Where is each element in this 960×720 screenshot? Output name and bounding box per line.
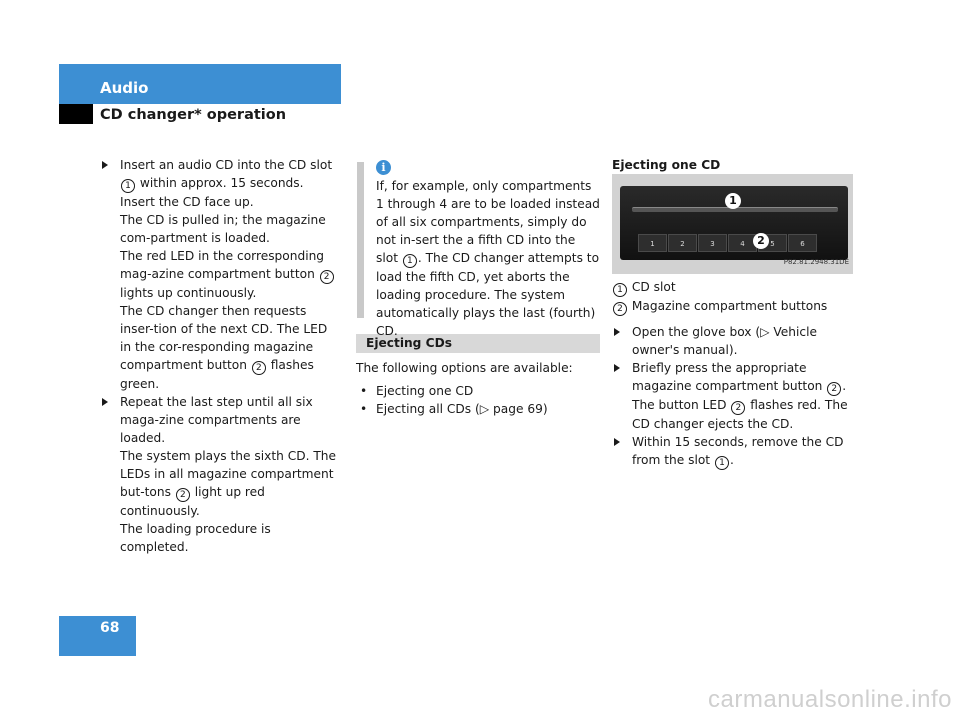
compartment-button: 1 [638,234,667,252]
instruction-step: Repeat the last step until all six maga-… [100,393,340,447]
bullet-icon: • [360,384,368,398]
body-paragraph: The system plays the sixth CD. The LEDs … [120,449,337,518]
body-paragraph: The CD changer then requests inser-tion … [120,304,328,391]
arrow-bullet-icon [614,438,620,446]
instruction-step: Insert an audio CD into the CD slot 1 wi… [100,156,340,211]
callout-number: 1 [714,456,729,470]
list-item: • Ejecting one CD [360,384,474,398]
compartment-button: 4 [728,234,757,252]
section-title: Audio [100,79,149,97]
body-paragraph: The CD is pulled in; the magazine com-pa… [120,213,326,245]
body-paragraph: The red LED in the corresponding mag-azi… [100,247,340,302]
callout-number: 1 [613,283,627,297]
body-paragraph: The button LED 2 flashes red. The CD cha… [632,398,848,431]
callout-number: 2 [613,302,627,316]
column-right: Ejecting one CD 1 2 3 4 5 6 1 2 P82.81.2… [612,156,856,470]
callout-number: 2 [827,382,842,396]
callout-number: 1 [402,254,417,268]
figure-code: P82.81.2948.31DE [783,258,849,266]
callout-number: 2 [319,270,334,284]
subsection-heading: Ejecting one CD [612,158,721,172]
instruction-step: Within 15 seconds, remove the CD from th… [612,433,856,470]
cd-changer-figure: 1 2 3 4 5 6 1 2 P82.81.2948.31DE [612,174,853,274]
compartment-button: 3 [698,234,727,252]
info-icon: i [376,160,391,175]
instruction-step: Open the glove box (▷ Vehicle owner's ma… [612,323,856,359]
legend-item: 1 CD slot [612,278,856,297]
page-subtitle: CD changer* operation [100,107,287,123]
column-left: Insert an audio CD into the CD slot 1 wi… [100,156,340,556]
callout-number: 2 [251,361,266,375]
compartment-button: 2 [668,234,697,252]
header-band [59,64,341,104]
info-note: i If, for example, only compartments 1 t… [356,156,600,338]
corner-marker [59,104,93,124]
bullet-icon: • [360,402,368,416]
arrow-bullet-icon [614,328,620,336]
figure-callout: 2 [753,233,769,249]
callout-number: 1 [121,179,135,193]
callout-number: 2 [731,401,746,415]
instruction-step: Briefly press the appropriate magazine c… [612,359,856,396]
legend-item: 2 Magazine compartment buttons [612,297,856,316]
info-note-bar [357,162,364,318]
body-paragraph: The loading procedure is completed. [120,522,271,554]
figure-callout: 1 [725,193,741,209]
arrow-bullet-icon [614,364,620,372]
compartment-button: 6 [788,234,817,252]
page-number: 68 [100,620,120,636]
list-item: • Ejecting all CDs (▷ page 69) [360,402,548,416]
column-middle: i If, for example, only compartments 1 t… [356,156,600,418]
compartment-buttons-graphic: 1 2 3 4 5 6 [638,234,818,252]
body-paragraph: The following options are available: [356,361,573,375]
arrow-bullet-icon [102,161,108,169]
watermark: carmanualsonline.info [708,686,952,713]
section-heading: Ejecting CDs [356,334,600,353]
page-number-box [59,616,136,656]
info-text: If, for example, only compartments 1 thr… [376,179,600,338]
callout-number: 2 [175,488,190,502]
arrow-bullet-icon [102,398,108,406]
